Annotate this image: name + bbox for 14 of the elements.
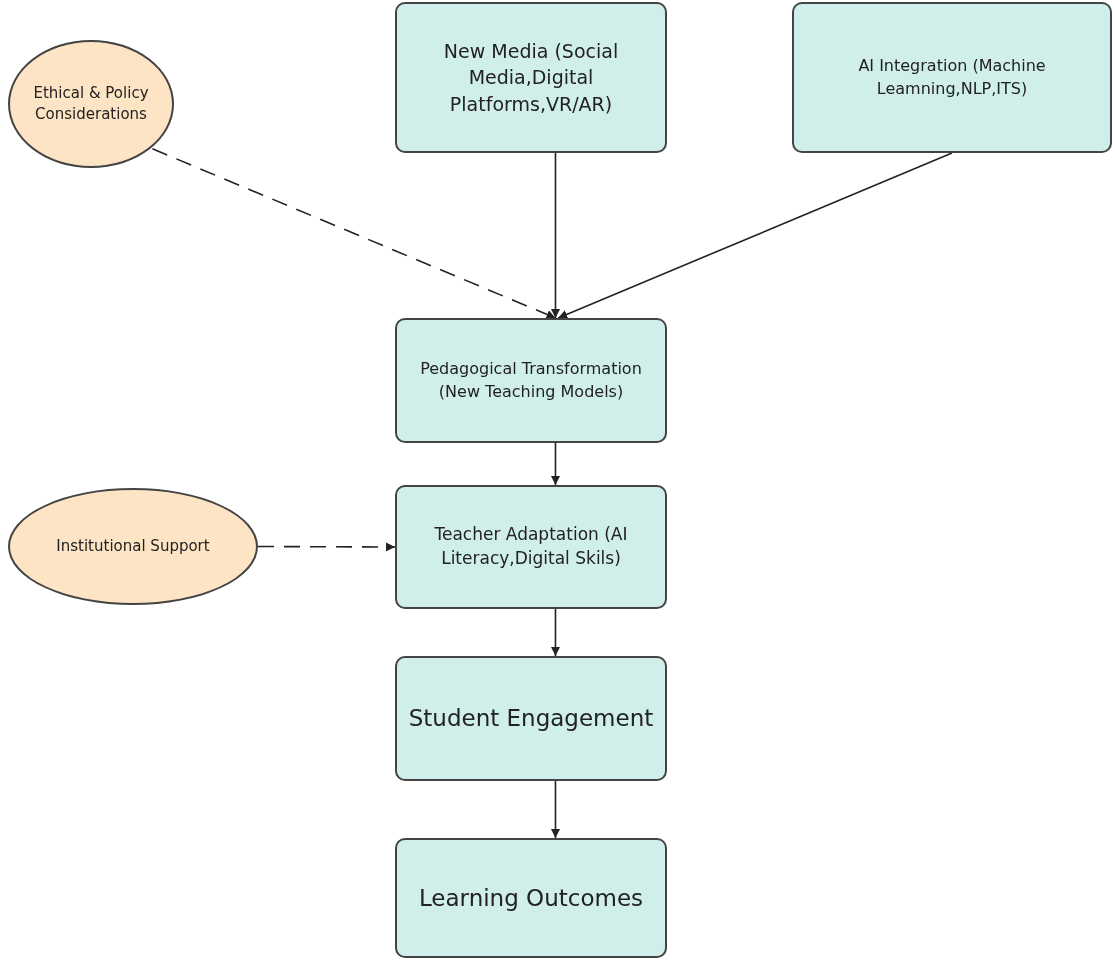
- dashed-arrow: [257, 542, 396, 552]
- process-box: Pedagogical Transformation (New Teaching Models): [395, 318, 667, 443]
- process-box: New Media (Social Media,Digital Platforms,VR/AR): [395, 2, 667, 153]
- process-box: Learning Outcomes: [395, 838, 667, 958]
- factor-ellipse: Ethical & Policy Considerations: [8, 40, 174, 168]
- arrow: [551, 442, 560, 486]
- factor-ellipse: Institutional Support: [8, 488, 258, 605]
- arrow: [551, 152, 560, 319]
- arrow: [557, 152, 953, 319]
- process-box: Student Engagement: [395, 656, 667, 781]
- process-box: AI Integration (Machine Leamning,NLP,ITS): [792, 2, 1112, 153]
- process-box: Teacher Adaptation (AI Literacy,Digital Skils): [395, 485, 667, 609]
- arrow: [551, 780, 560, 839]
- arrow: [551, 608, 560, 657]
